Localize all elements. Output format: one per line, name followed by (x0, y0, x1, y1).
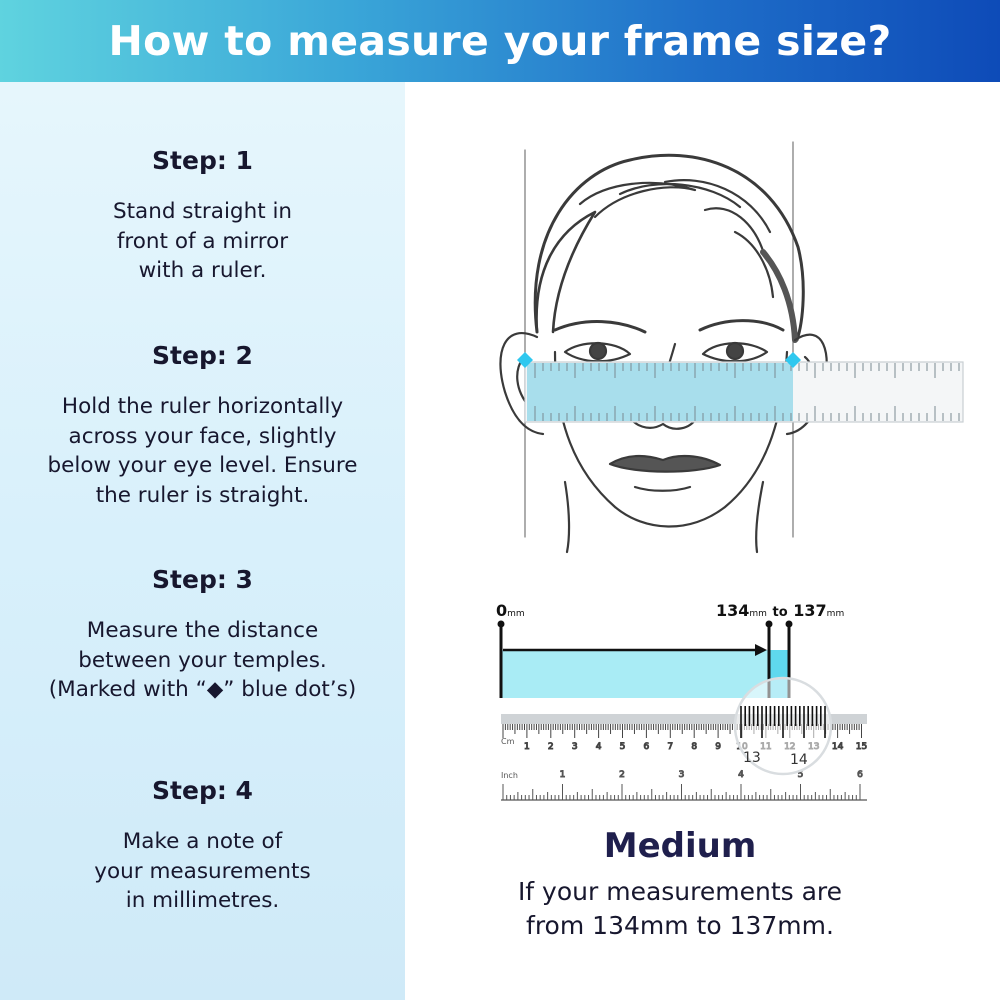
inch-tick-label: 4 (738, 770, 744, 780)
step-1-text: Stand straight in front of a mirror with… (0, 197, 405, 286)
steps-panel (0, 82, 405, 1000)
cm-ruler-bar (501, 714, 867, 724)
step-4-title: Step: 4 (152, 776, 253, 805)
step-4: Step: 4 Make a note of your measurements… (0, 776, 405, 916)
result-line: from 134mm to 137mm. (526, 911, 834, 940)
range-from-unit: mm (749, 609, 767, 619)
cm-tick-label: 15 (856, 742, 867, 752)
step-2-line: Hold the ruler horizontally (61, 394, 344, 419)
step-2: Step: 2 Hold the ruler horizontally acro… (0, 341, 405, 510)
header-banner: How to measure your frame size? (0, 0, 1000, 82)
inch-tick-label: 6 (857, 770, 863, 780)
magnified-label: 14 (790, 752, 808, 768)
step-1-line: front of a mirror (116, 228, 289, 254)
inch-unit-label: Inch (501, 771, 518, 780)
arrow-head-icon (755, 644, 767, 656)
zero-unit: mm (507, 609, 525, 619)
step-3-line: (Marked with “◆” blue dot’s) (48, 677, 357, 702)
range-to-unit: mm (826, 609, 845, 619)
cm-tick-label: 6 (644, 742, 650, 752)
result-size: Medium (603, 826, 757, 866)
cm-unit-label: Cm (501, 737, 515, 746)
step-2-text: Hold the ruler horizontally across your … (0, 392, 405, 510)
result-description: If your measurements are from 134mm to 1… (405, 875, 955, 943)
page-title: How to measure your frame size? (108, 17, 892, 65)
cm-tick-label: 4 (596, 742, 602, 752)
step-3-title: Step: 3 (152, 565, 253, 594)
left-temple-dot-icon (517, 352, 533, 368)
range-to-word: to (772, 605, 788, 620)
cm-tick-label: 1 (524, 742, 530, 752)
step-2-line: the ruler is straight. (95, 482, 310, 508)
zero-value: 0 (496, 601, 508, 620)
inch-tick-label: 3 (679, 770, 685, 780)
cm-tick-label: 8 (691, 742, 697, 752)
step-3-line: Measure the distance (86, 618, 319, 643)
inch-tick-label: 5 (798, 770, 804, 780)
result-line: If your measurements are (517, 877, 843, 906)
range-from: 134 (716, 601, 750, 620)
range-to: 137 (793, 601, 827, 620)
right-temple-dot-icon (785, 352, 801, 368)
step-2-line: below your eye level. Ensure (47, 453, 358, 478)
range-label: 134mm to 137mm (716, 601, 844, 620)
step-2-title: Step: 2 (152, 341, 253, 370)
cm-tick-label: 3 (572, 742, 578, 752)
step-3-text: Measure the distance between your temple… (0, 616, 405, 705)
inch-tick-label: 1 (560, 770, 566, 780)
step-3-line: between your temples. (78, 647, 327, 673)
inch-tick-label: 2 (619, 770, 625, 780)
step-1-title: Step: 1 (152, 146, 253, 175)
step-4-line: your measurements (94, 858, 311, 884)
step-4-line: in millimetres. (125, 888, 280, 913)
magnified-label: 13 (743, 750, 761, 766)
step-1: Step: 1 Stand straight in front of a mir… (0, 146, 405, 286)
cm-tick-label: 14 (832, 742, 844, 752)
zero-label: 0mm (496, 601, 525, 620)
step-3: Step: 3 Measure the distance between you… (0, 565, 405, 705)
step-2-line: across your face, slightly (68, 423, 337, 449)
step-1-line: with a ruler. (138, 258, 267, 283)
step-4-line: Make a note of (122, 829, 283, 854)
cm-tick-label: 7 (667, 742, 673, 752)
cm-tick-label: 5 (620, 742, 626, 752)
ruler-highlight (527, 363, 793, 421)
face-illustration (499, 141, 964, 554)
cm-tick-label: 9 (715, 742, 721, 752)
cm-tick-label: 2 (548, 742, 554, 752)
step-1-line: Stand straight in (112, 199, 293, 224)
measure-fill (501, 650, 769, 698)
step-4-text: Make a note of your measurements in mill… (0, 827, 405, 916)
